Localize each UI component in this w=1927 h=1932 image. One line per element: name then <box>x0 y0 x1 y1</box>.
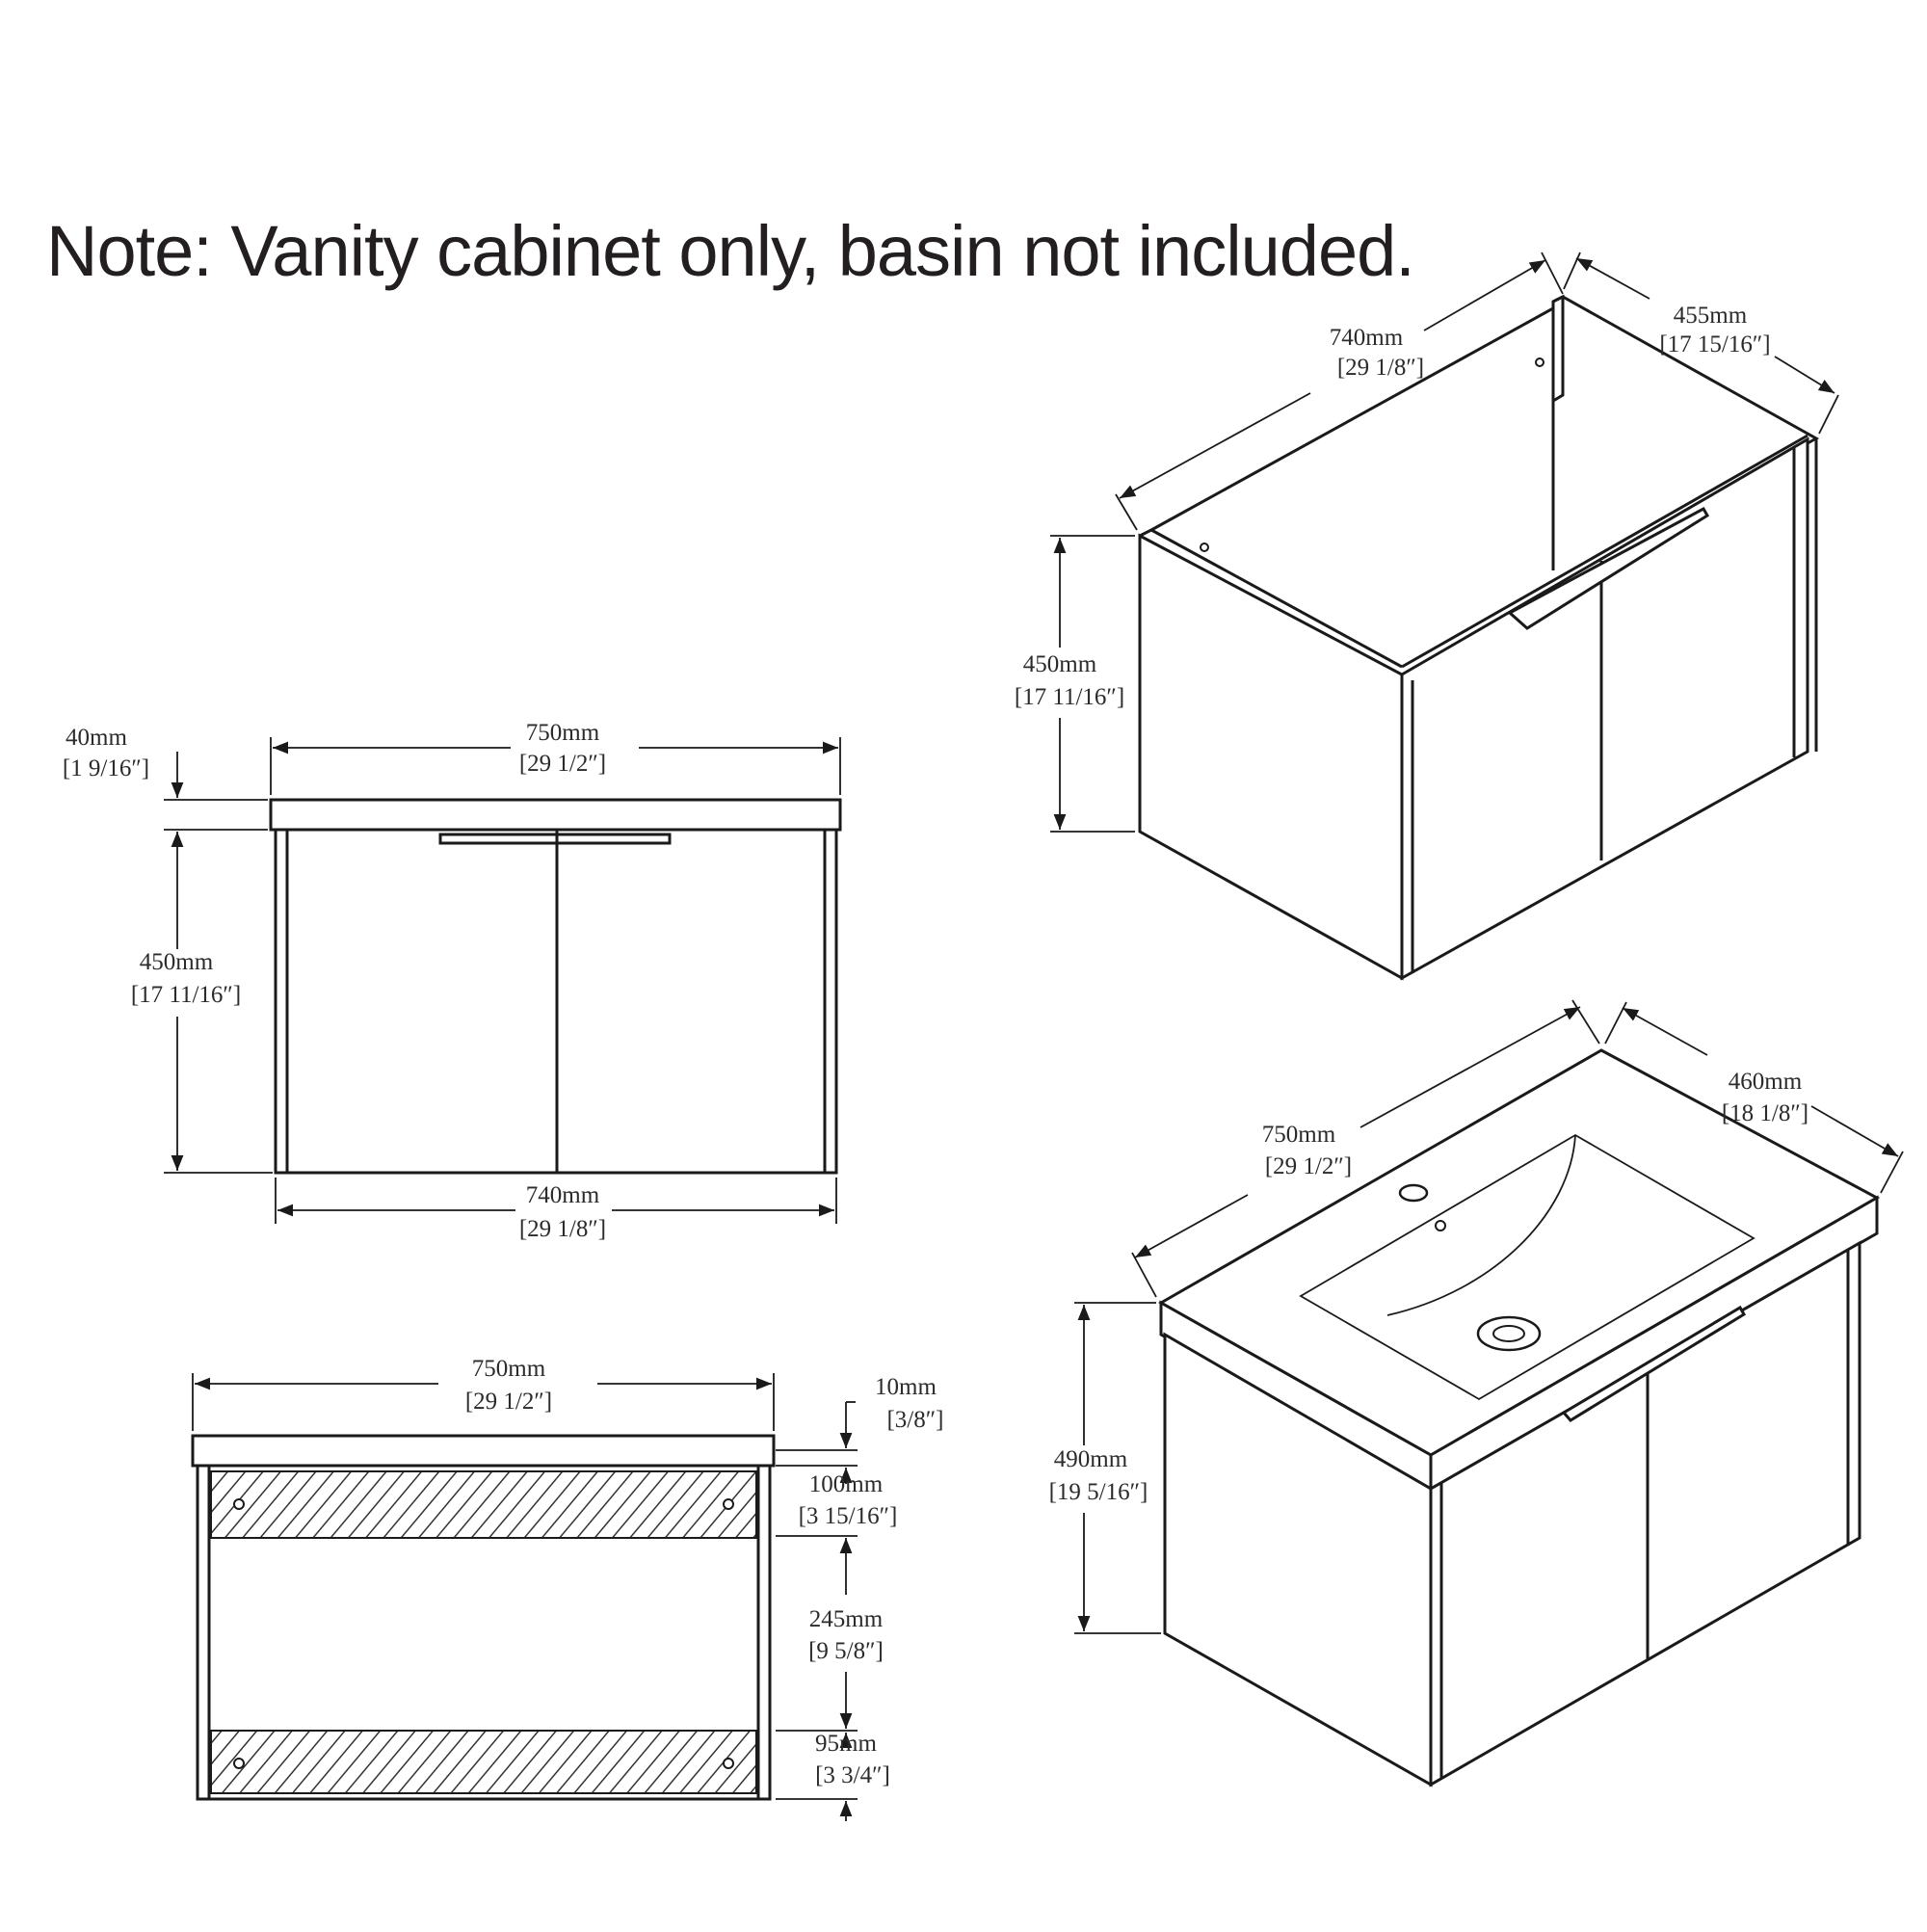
front-top-thickness-label: 40mm <box>66 725 127 751</box>
cabinet-back-panel <box>1551 294 1565 404</box>
front-countertop <box>269 798 842 832</box>
cabinet-depth-inches: [17 15/16″] <box>1659 331 1770 357</box>
front-height-label: 450mm <box>140 949 214 975</box>
back-countertop <box>191 1434 776 1468</box>
back-gap-label: 10mm <box>875 1374 937 1400</box>
back-cabinet-body <box>196 1464 772 1801</box>
front-handle <box>438 833 672 845</box>
basin-handle <box>1561 1305 1747 1422</box>
basin-width-label: 750mm <box>1262 1122 1336 1148</box>
back-middle-label: 245mm <box>809 1606 884 1632</box>
front-height-inches: [17 11/16″] <box>131 982 241 1008</box>
back-lower-rail-inches: [3 3/4″] <box>815 1762 890 1788</box>
back-width-label: 750mm <box>472 1356 546 1382</box>
basin-isometric: 750mm [29 1/2″] 460mm [18 1/8″] 490mm [1… <box>1049 999 1904 1787</box>
cabinet-height-label: 450mm <box>1023 651 1097 677</box>
cabinet-depth-label: 455mm <box>1674 303 1748 329</box>
front-top-width-label: 750mm <box>526 720 600 746</box>
back-middle-inches: [9 5/8″] <box>808 1638 884 1664</box>
basin-height-label: 490mm <box>1054 1446 1128 1472</box>
cabinet-isometric: 740mm [29 1/8″] 455mm [17 15/16″] 450mm … <box>1015 251 1839 981</box>
back-view: 750mm [29 1/2″] 10mm [3/8″] 100mm [3 15/… <box>191 1356 944 1821</box>
cabinet-width-inches: [29 1/8″] <box>1337 355 1424 381</box>
basin-countertop-front-edge <box>1429 1195 1879 1492</box>
back-upper-rail-inches: [3 15/16″] <box>799 1503 898 1529</box>
front-view: 750mm [29 1/2″] 40mm [1 9/16″] 450mm [17… <box>63 720 842 1242</box>
back-lower-rail-label: 95mm <box>815 1731 877 1757</box>
back-lower-rail <box>210 1730 757 1794</box>
basin-depth-label: 460mm <box>1729 1069 1803 1095</box>
back-gap-inches: [3/8″] <box>886 1407 943 1433</box>
cabinet-handle <box>1507 506 1710 630</box>
front-bottom-width-label: 740mm <box>526 1182 600 1208</box>
note-text: Note: Vanity cabinet only, basin not inc… <box>46 211 1415 291</box>
basin-depth-inches: [18 1/8″] <box>1722 1100 1808 1126</box>
cabinet-height-inches: [17 11/16″] <box>1015 684 1124 710</box>
back-upper-rail-label: 100mm <box>809 1471 884 1497</box>
front-top-thickness-inches: [1 9/16″] <box>63 755 149 781</box>
cabinet-width-label: 740mm <box>1330 325 1404 351</box>
cabinet-left-panel <box>1138 533 1404 981</box>
back-upper-rail <box>210 1470 757 1539</box>
front-top-width-inches: [29 1/2″] <box>519 751 606 777</box>
basin-height-inches: [19 5/16″] <box>1049 1479 1148 1505</box>
basin-tap-hole <box>1398 1183 1429 1203</box>
cabinet-front-face <box>1400 437 1809 981</box>
basin-width-inches: [29 1/2″] <box>1265 1153 1352 1179</box>
front-bottom-width-inches: [29 1/8″] <box>519 1216 606 1242</box>
back-width-inches: [29 1/2″] <box>465 1389 552 1415</box>
basin-overflow-hole <box>1435 1220 1446 1231</box>
basin-bowl-outline <box>1299 1133 1755 1401</box>
basin-bowl-curve <box>1386 1134 1576 1316</box>
